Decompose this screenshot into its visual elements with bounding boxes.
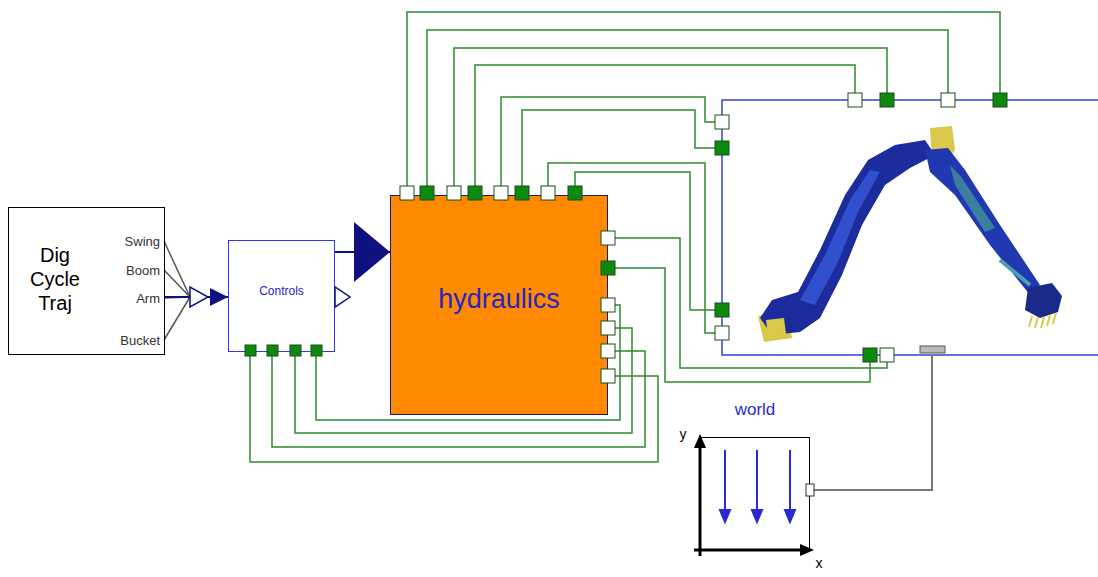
gravity-arrow <box>756 450 758 512</box>
block-title: hydraulics <box>438 283 560 315</box>
output-port <box>190 287 208 307</box>
gravity-head <box>785 510 795 522</box>
port-a <box>993 93 1007 107</box>
signal-line <box>164 297 190 340</box>
hydraulics-block: hydraulics <box>390 195 608 415</box>
port-b <box>601 231 615 245</box>
port-a <box>880 93 894 107</box>
block-title: world <box>701 400 809 420</box>
port-b <box>715 326 729 340</box>
excavator-illustration <box>758 126 1062 342</box>
signal-line <box>164 270 190 297</box>
x-axis <box>694 549 802 552</box>
wire <box>454 48 887 186</box>
bucket-teeth <box>1029 313 1056 328</box>
frame-port <box>920 346 945 353</box>
tooth <box>1035 317 1038 328</box>
trajectory-block: Dig Cycle Traj <box>8 207 165 355</box>
arrow-head <box>210 288 228 306</box>
gravity-arrows <box>720 450 795 522</box>
mechanics-frame <box>722 100 1098 355</box>
arm <box>925 148 1040 295</box>
port-b <box>715 115 729 129</box>
port-a <box>311 345 322 356</box>
flange-ports <box>245 93 1007 383</box>
port-a <box>515 186 529 200</box>
port-a <box>420 186 434 200</box>
frame-port <box>806 484 814 496</box>
port-b <box>494 186 508 200</box>
axis-head <box>800 544 814 556</box>
block-title: Controls <box>259 284 304 298</box>
boom-highlight <box>800 170 880 305</box>
bucket <box>1025 283 1062 318</box>
port-b <box>880 348 894 362</box>
axis-label: y <box>676 426 690 442</box>
controls-block: Controls <box>228 240 335 352</box>
port-b <box>941 93 955 107</box>
world-block: world <box>700 437 810 550</box>
signal-name: Arm <box>100 291 160 306</box>
signal-name: Swing <box>100 234 160 249</box>
port-a <box>715 303 729 317</box>
port-a <box>601 261 615 275</box>
tooth <box>1053 313 1056 324</box>
port-a <box>568 186 582 200</box>
port-b <box>447 186 461 200</box>
boom <box>760 140 935 335</box>
port-a <box>245 345 256 356</box>
port-a <box>715 141 729 155</box>
port-b <box>601 321 615 335</box>
port-b <box>601 344 615 358</box>
port-b <box>848 93 862 107</box>
output-port <box>335 287 350 307</box>
port-a <box>468 186 482 200</box>
port-a <box>863 348 877 362</box>
gravity-arrow <box>789 450 791 512</box>
signal-name: Boom <box>100 263 160 278</box>
gravity-head <box>752 510 762 522</box>
signal-lines <box>164 241 190 340</box>
port-a <box>290 345 301 356</box>
gravity-arrow <box>724 450 726 512</box>
signal-name: Bucket <box>100 333 160 348</box>
port-b <box>601 369 615 383</box>
block-title: Dig Cycle Traj <box>17 243 93 315</box>
port-a <box>267 345 278 356</box>
tooth <box>1041 317 1044 328</box>
signal-line <box>164 241 190 297</box>
frame-connection <box>814 356 932 490</box>
tooth <box>1047 315 1050 326</box>
boom-pin-plate <box>766 318 786 336</box>
port-b <box>601 298 615 312</box>
arm-highlight <box>950 165 995 232</box>
wire <box>522 110 715 186</box>
tooth <box>1029 316 1032 327</box>
port-b <box>541 186 555 200</box>
arrow-head <box>354 222 390 282</box>
gravity-head <box>720 510 730 522</box>
port-b <box>400 186 414 200</box>
wire <box>475 65 855 186</box>
bucket-linkage <box>1000 260 1030 285</box>
axis-label: x <box>812 555 826 571</box>
world-axes <box>694 434 814 556</box>
